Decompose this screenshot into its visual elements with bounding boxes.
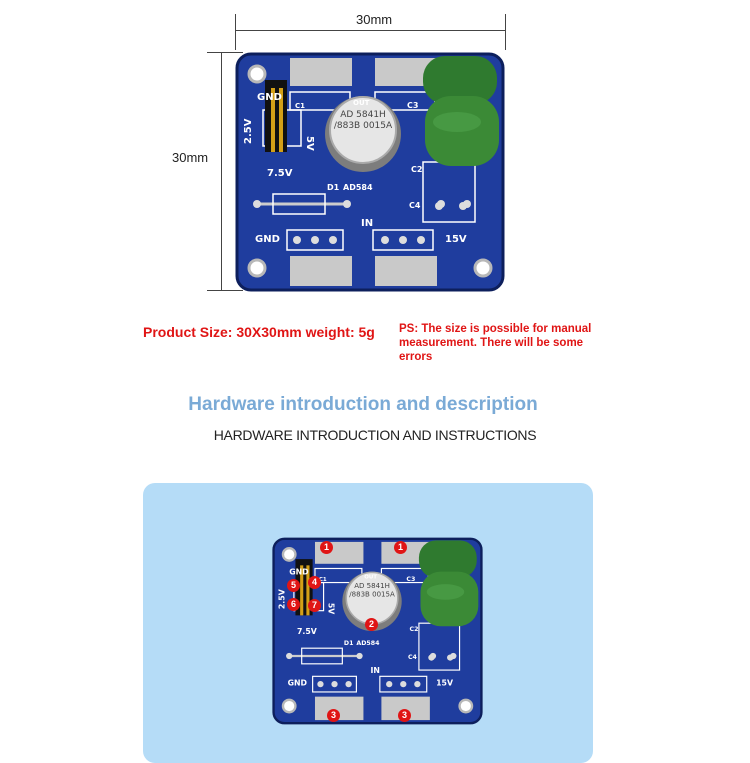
voltage-reference-chip: AD 5841H /883B 0015A — [342, 571, 402, 631]
label-c3: C3 — [407, 101, 418, 110]
chip-marking: AD 5841H /883B 0015A — [333, 110, 393, 131]
voltage-reference-chip: AD 5841H /883B 0015A — [325, 96, 401, 172]
height-label: 30mm — [172, 149, 209, 166]
annotated-pcb-photo: AD 5841H /883B 0015A GND 2.5V 7.5V 5V AD… — [272, 537, 483, 725]
label-c3: C3 — [406, 576, 415, 583]
diode-d1 — [286, 647, 457, 665]
section-subtitle: HARDWARE INTRODUCTION AND INSTRUCTIONS — [213, 427, 537, 443]
marker-3: 3 — [398, 709, 411, 722]
pin-headers — [312, 567, 429, 693]
label-c4: C4 — [408, 654, 418, 661]
label-out: OUT — [353, 99, 370, 107]
width-label: 30mm — [353, 12, 396, 27]
marker-7: 7 — [308, 599, 321, 612]
film-capacitors — [423, 56, 499, 166]
label-c1: C1 — [319, 577, 327, 583]
label-15v: 15V — [445, 234, 467, 245]
section-title: Hardware introduction and description — [188, 394, 538, 415]
label-d1: D1 — [344, 640, 354, 647]
chip-marking: AD 5841H /883B 0015A — [349, 582, 395, 599]
mounting-holes — [247, 64, 493, 278]
label-gnd-bottom: GND — [288, 679, 308, 688]
jumper-header — [293, 559, 325, 616]
label-out: OUT — [364, 575, 377, 581]
label-7-5v: 7.5V — [297, 627, 317, 636]
label-in: IN — [361, 218, 373, 229]
marker-5: 5 — [287, 579, 300, 592]
marker-6: 6 — [287, 598, 300, 611]
pcb-board-photo: AD 5841H /883B 0015A GND 2.5V 7.5V 5V AD… — [235, 52, 505, 292]
height-dimension-line — [221, 52, 222, 290]
label-ad584: AD584 — [356, 640, 380, 647]
measurement-note: PS: The size is possible for manual meas… — [399, 323, 592, 363]
pcb-board: AD 5841H /883B 0015A GND 2.5V 7.5V 5V AD… — [272, 537, 483, 725]
label-c2: C2 — [411, 165, 422, 174]
label-ad584: AD584 — [343, 183, 373, 192]
marker-1: 1 — [394, 541, 407, 554]
pcb-board: AD 5841H /883B 0015A GND 2.5V 7.5V 5V AD… — [235, 52, 505, 292]
solder-pads — [290, 58, 437, 286]
label-5v: 5V — [326, 603, 335, 614]
label-d1: D1 — [327, 183, 340, 192]
label-c2: C2 — [410, 626, 419, 633]
diode-d1 — [253, 193, 471, 215]
dimension-tick — [207, 52, 243, 53]
label-gnd-top: GND — [289, 568, 309, 577]
width-dimension-line — [235, 30, 505, 31]
label-c4: C4 — [409, 201, 421, 210]
marker-2: 2 — [365, 618, 378, 631]
dimension-tick — [207, 290, 243, 291]
jumper-header — [262, 80, 302, 152]
label-7-5v: 7.5V — [267, 168, 293, 179]
label-2-5v: 2.5V — [243, 118, 254, 144]
product-size-text: Product Size: 30X30mm weight: 5g — [143, 324, 375, 340]
label-5v: 5V — [304, 136, 315, 151]
label-c1: C1 — [295, 102, 305, 110]
dimension-tick — [505, 14, 506, 50]
dimension-tick — [235, 14, 236, 50]
marker-4: 4 — [308, 576, 321, 589]
label-gnd-top: GND — [257, 92, 282, 103]
marker-1: 1 — [320, 541, 333, 554]
label-2-5v: 2.5V — [278, 589, 287, 609]
film-capacitors — [418, 540, 479, 627]
marker-3: 3 — [327, 709, 340, 722]
label-gnd-bottom: GND — [255, 234, 280, 245]
label-in: IN — [370, 666, 379, 675]
label-15v: 15V — [436, 679, 453, 688]
